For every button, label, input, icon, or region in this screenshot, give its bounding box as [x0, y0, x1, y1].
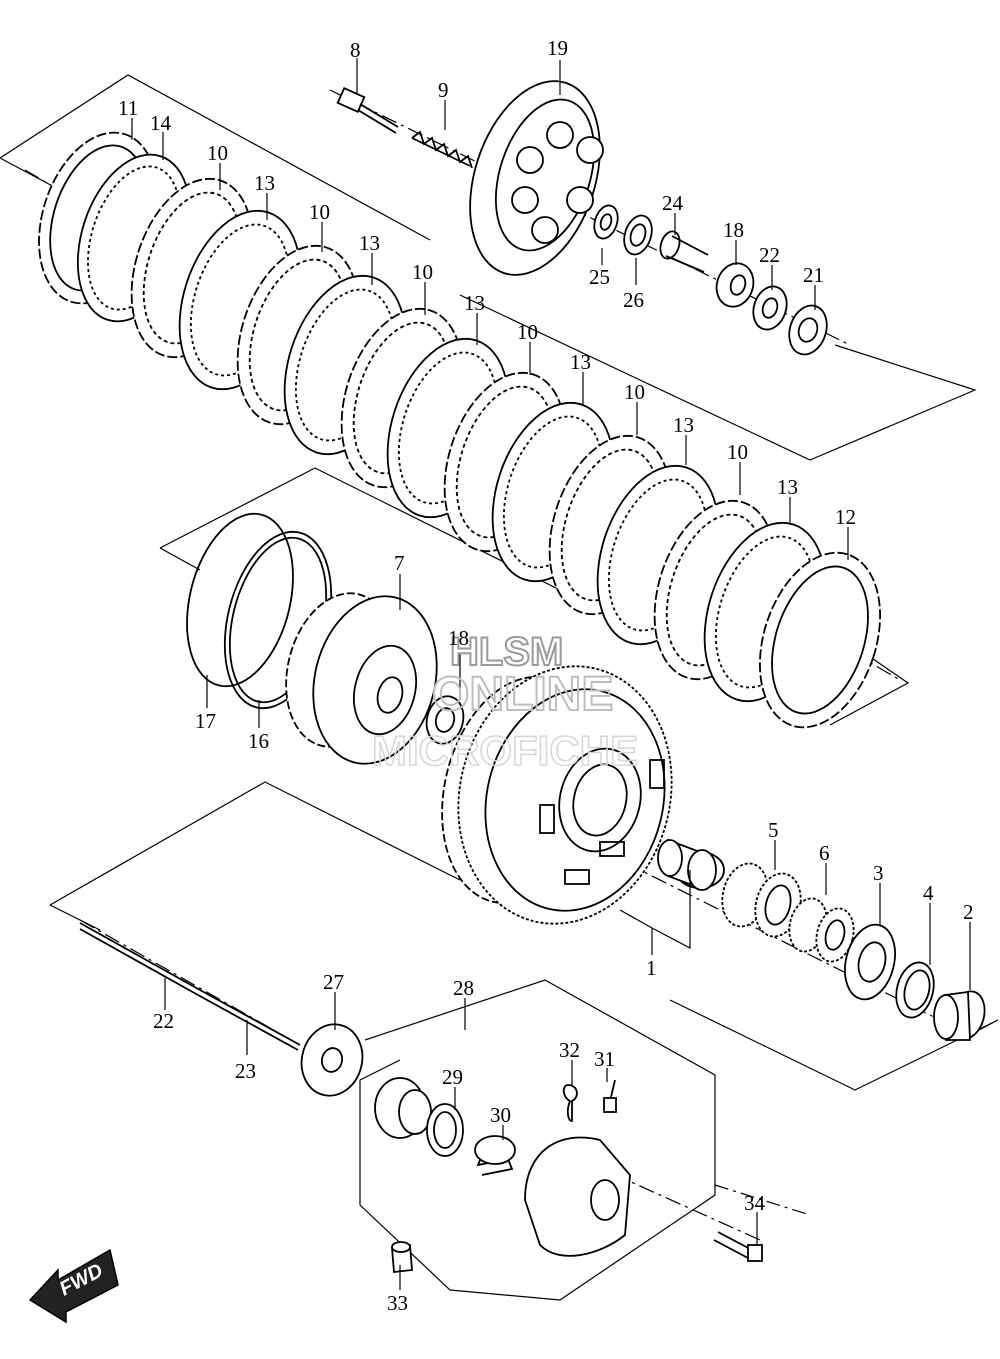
bolt-8 [336, 87, 399, 134]
callout-3: 3 [873, 861, 884, 885]
callout-20: 21 [803, 263, 824, 287]
callout-10-f: 10 [727, 440, 748, 464]
callout-17: 17 [195, 709, 216, 733]
bushing-2 [933, 990, 986, 1041]
callout-33: 33 [387, 1291, 408, 1315]
piston-seal [374, 1077, 432, 1139]
ring-17 [186, 512, 294, 688]
callout-25: 25 [589, 265, 610, 289]
callout-13-e: 13 [673, 413, 694, 437]
callout-22: 22 [153, 1009, 174, 1033]
watermark: HLSM ONLINE MICROFICHE [371, 629, 639, 775]
callout-4: 4 [923, 881, 934, 905]
washer-21 [752, 285, 788, 331]
callout-26: 26 [623, 288, 644, 312]
dowel-33 [391, 1241, 413, 1273]
needle-bearing-5 [721, 862, 802, 938]
washer-4 [895, 961, 935, 1019]
plate-12 [759, 551, 881, 729]
washer-20 [788, 304, 828, 356]
spring-9 [411, 130, 473, 169]
callout-12: 12 [835, 505, 856, 529]
callout-34: 34 [744, 1191, 766, 1215]
callout-19: 18 [723, 218, 744, 242]
seal-29 [426, 1103, 464, 1157]
callout-15: 19 [547, 36, 568, 60]
needle-bearing-6 [788, 897, 855, 963]
callout-10-c: 10 [412, 260, 433, 284]
cap-32 [562, 1084, 578, 1122]
callout-10-d: 10 [517, 320, 538, 344]
slave-cylinder-outline [359, 979, 811, 1301]
callout-6: 6 [819, 841, 830, 865]
clutch-hub-7 [285, 592, 438, 765]
watermark-line1: HLSM [450, 630, 563, 674]
watermark-line3: MICROFICHE [372, 727, 638, 774]
callout-9: 9 [438, 78, 449, 102]
callout-18: 18 [448, 626, 469, 650]
callout-31: 31 [594, 1047, 615, 1071]
callout-10-e: 10 [624, 380, 645, 404]
pushrod-24 [659, 230, 709, 273]
nut-19 [715, 262, 755, 308]
callout-13-f: 13 [777, 475, 798, 499]
pressure-plate-15 [469, 80, 604, 276]
bolt-34 [713, 1231, 763, 1262]
callout-21: 22 [759, 243, 780, 267]
callout-13-b: 13 [359, 231, 380, 255]
callout-8: 8 [350, 38, 361, 62]
callout-13-a: 13 [254, 171, 275, 195]
callout-14: 14 [150, 111, 172, 135]
callout-5: 5 [768, 818, 779, 842]
callout-32: 32 [559, 1038, 580, 1062]
callout-labels: 8 9 19 11 14 10 13 10 13 10 13 10 13 10 … [118, 36, 974, 1315]
clutch-plates-row [38, 131, 881, 729]
callout-7: 7 [394, 551, 405, 575]
fwd-direction-badge: FWD [28, 1248, 119, 1324]
bearing-26 [623, 214, 653, 256]
callout-13-c: 13 [464, 291, 485, 315]
callout-16: 16 [248, 729, 269, 753]
clutch-housing-1 [441, 665, 673, 925]
callout-23: 23 [235, 1059, 256, 1083]
callout-27: 27 [323, 970, 344, 994]
callout-30: 30 [490, 1103, 511, 1127]
seal-27 [300, 1023, 364, 1097]
callout-24: 24 [662, 191, 684, 215]
washer-25 [593, 204, 619, 240]
callout-1: 1 [646, 956, 657, 980]
washer-18 [425, 695, 465, 745]
spring-30 [474, 1135, 516, 1176]
fwd-arrow-icon [28, 1248, 119, 1324]
callout-10-a: 10 [207, 141, 228, 165]
callout-13-d: 13 [570, 350, 591, 374]
bleeder-valve-31 [603, 1079, 617, 1113]
callout-2: 2 [963, 900, 974, 924]
watermark-line2: ONLINE [432, 668, 613, 721]
callout-11: 11 [118, 96, 138, 120]
spacer-sleeve [657, 838, 725, 891]
washer-3 [844, 923, 896, 1001]
callout-29: 29 [442, 1065, 463, 1089]
leader-lines [131, 58, 971, 1290]
pushrod-22 [79, 922, 201, 996]
callout-28: 28 [453, 976, 474, 1000]
callout-10-b: 10 [309, 200, 330, 224]
slave-cylinder-body [524, 1136, 631, 1257]
pushrod-23 [197, 989, 301, 1051]
plate-group-outline [0, 74, 977, 461]
